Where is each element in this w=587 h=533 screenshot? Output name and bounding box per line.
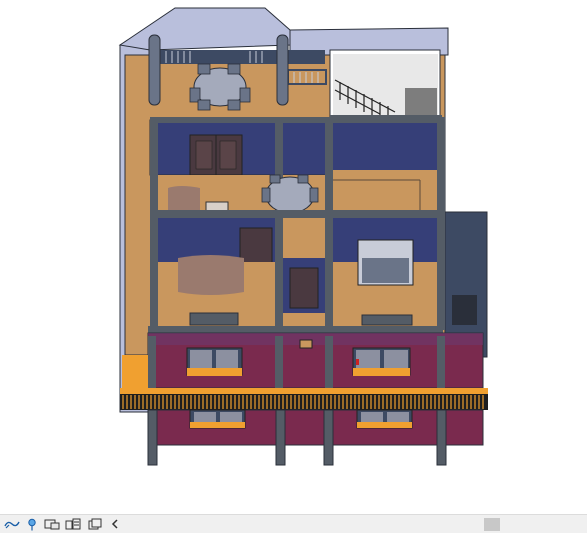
statusbar-scroll-thumb[interactable] [484, 518, 500, 531]
staircase [334, 79, 396, 118]
roof-outline [118, 7, 291, 51]
underlay-icon[interactable] [64, 517, 82, 531]
model-viewport[interactable] [0, 0, 587, 514]
interior-door [239, 227, 273, 267]
pinned-elements-icon[interactable] [86, 517, 104, 531]
upper-dining-table [193, 67, 247, 107]
upper-right-wall [289, 27, 449, 56]
column-top-left [148, 34, 161, 106]
column-top-right [276, 34, 289, 106]
status-bar [0, 514, 587, 533]
window-lower-right [356, 409, 413, 429]
building-section-model [118, 7, 488, 466]
workset-icon[interactable] [3, 517, 21, 531]
support-pillars [147, 409, 447, 466]
sofa-large [178, 255, 244, 295]
window-upper-right [352, 347, 411, 376]
window-upper-left [186, 347, 243, 376]
collapse-chevron-icon[interactable] [108, 517, 122, 531]
deck-corner [122, 355, 150, 390]
window-lower-left [189, 409, 246, 429]
selection-links-icon[interactable] [43, 517, 61, 531]
stair-door [289, 267, 319, 309]
sofa [168, 186, 200, 212]
pin-icon[interactable] [25, 517, 39, 531]
balcony-railing [155, 50, 325, 64]
deck-railing [120, 394, 488, 410]
